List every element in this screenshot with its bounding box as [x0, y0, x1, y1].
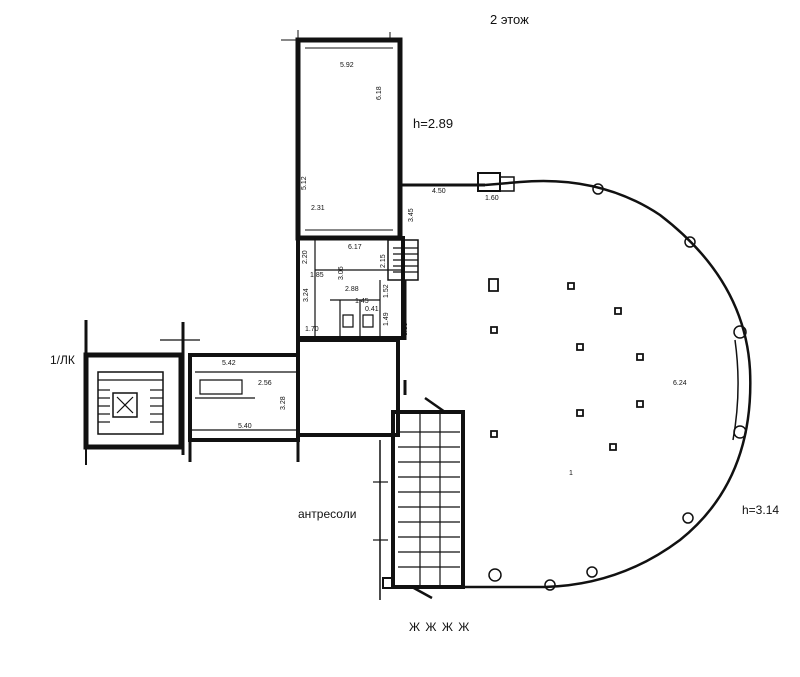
rotunda-connector	[400, 173, 514, 191]
rotunda-pillars	[489, 279, 643, 450]
dim-corridor-width: 6.17	[348, 244, 362, 251]
dim-top-room-side: 5.12	[301, 176, 308, 190]
floor-label: 2 этож	[490, 12, 529, 27]
stair-core	[86, 320, 181, 465]
bottom-axes-label: Ж Ж Ж Ж	[409, 620, 471, 634]
dim-hall-top: 4.50	[432, 188, 446, 195]
stair-mark-label: 1/ЛК	[50, 353, 75, 367]
dim-left-room-w2: 2.56	[258, 380, 272, 387]
dim-top-room-right: 3.45	[408, 208, 415, 222]
dim-top-room-width: 5.92	[340, 62, 354, 69]
dim-wc-b: 0.41	[365, 306, 379, 313]
hall-number: 1	[569, 470, 573, 477]
dim-small-a: 1.85	[310, 272, 324, 279]
rotunda-columns	[489, 184, 746, 590]
dim-left-room-w: 5.42	[222, 360, 236, 367]
dim-small-c: 1.52	[383, 284, 390, 298]
lower-walls	[190, 440, 388, 600]
mezzanine-stair	[383, 398, 463, 598]
dim-corridor-h3: 2.15	[380, 254, 387, 268]
dim-hall-side: 6.39	[402, 322, 409, 336]
dim-hall-marker: 1.60	[485, 195, 499, 202]
small-stair	[388, 240, 418, 280]
dim-corridor-h2: 3.06	[338, 266, 345, 280]
dim-small-b: 2.88	[345, 286, 359, 293]
dim-small-f: 1.49	[383, 312, 390, 326]
dim-corridor-h1: 2.20	[302, 250, 309, 264]
dim-small-d: 3.24	[303, 288, 310, 302]
mezzanine-label: антресоли	[298, 507, 357, 521]
height-right-label: h=3.14	[742, 503, 780, 517]
dim-small-e: 1.70	[305, 326, 319, 333]
dim-top-room-height: 6.18	[376, 86, 383, 100]
dim-wc-a: 1.45	[355, 298, 369, 305]
dim-left-room-h: 3.28	[280, 396, 287, 410]
rotunda	[463, 181, 750, 587]
dim-left-room-w3: 5.40	[238, 423, 252, 430]
dim-hall-radius: 6.24	[673, 380, 687, 387]
dim-top-room-bottom: 2.31	[311, 205, 325, 212]
height-upper-label: h=2.89	[413, 116, 454, 131]
center-hall	[298, 280, 405, 435]
